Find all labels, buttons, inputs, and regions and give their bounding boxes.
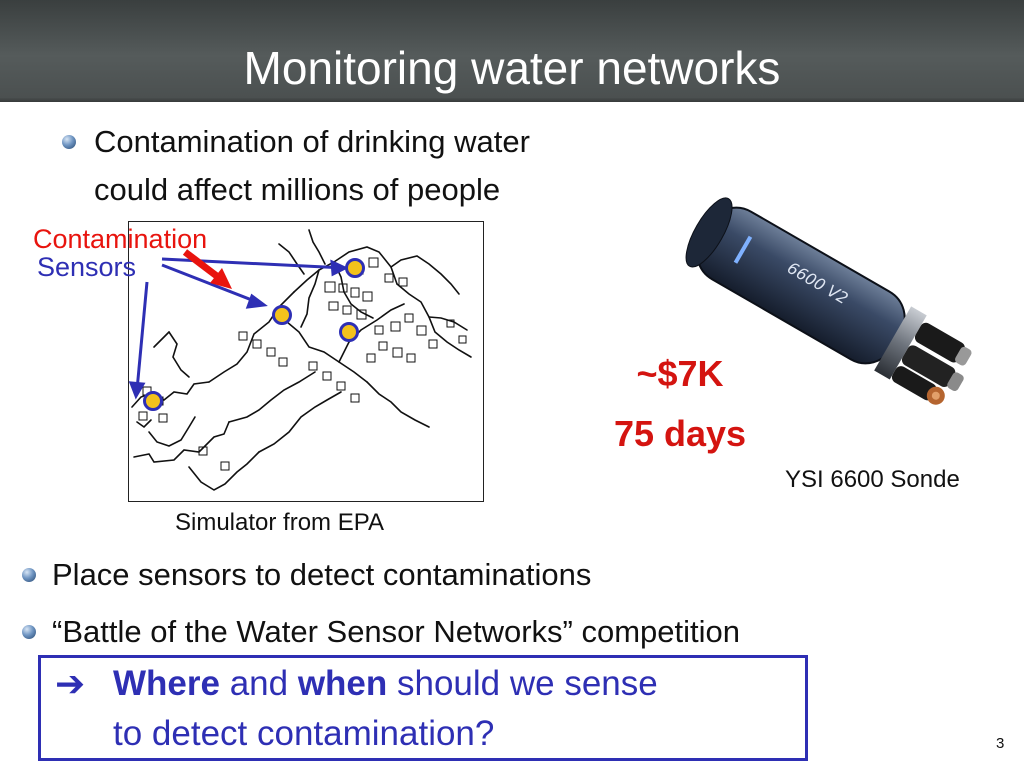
sensor-dot-1: [345, 258, 365, 278]
question-line-2: to detect contamination?: [113, 714, 495, 753]
sensors-label: Sensors: [37, 252, 137, 282]
sonde-device-image: 6600 V2: [685, 197, 972, 405]
question-line-1: Where and when should we sense: [113, 662, 658, 706]
question-and: and: [219, 664, 298, 703]
question-when: when: [297, 664, 388, 703]
bullet-2-text: Place sensors to detect contaminations: [52, 557, 592, 592]
sensor-dot-2: [272, 305, 292, 325]
bullet-icon: [22, 568, 36, 582]
question-box: ➔ Where and when should we sense to dete…: [38, 655, 808, 761]
duration-text: 75 days: [613, 413, 747, 454]
bullet-3-text: “Battle of the Water Sensor Networks” co…: [52, 614, 741, 649]
title-bar: Monitoring water networks: [0, 0, 1024, 102]
slide-title: Monitoring water networks: [243, 42, 781, 94]
sonde-caption: YSI 6600 Sonde: [785, 466, 960, 493]
sensor-dot-3: [339, 322, 359, 342]
network-map-drawing: [131, 229, 472, 491]
contamination-label: Contamination: [33, 224, 208, 254]
sensor-arrow-2: [161, 263, 263, 306]
bullet-icon: [22, 625, 36, 639]
bullet-icon: [62, 135, 76, 149]
contamination-arrow: [182, 249, 232, 289]
bullet-1-line-2: could affect millions of people: [94, 172, 501, 207]
question-rest: should we sense: [387, 664, 658, 703]
sensor-arrow-3-head: [128, 381, 146, 400]
question-where: Where: [113, 664, 220, 703]
sensor-arrow-1-head: [330, 259, 349, 277]
page-number: 3: [996, 735, 1005, 752]
bullet-1-line-1: Contamination of drinking water: [94, 124, 530, 159]
sensor-arrow-3: [135, 281, 149, 391]
network-map: [128, 221, 484, 502]
price-text: ~$7K: [636, 353, 724, 394]
arrow-right-icon: ➔: [55, 663, 86, 704]
sensor-arrow-1: [161, 257, 346, 270]
map-caption: Simulator from EPA: [175, 509, 384, 536]
sensor-arrow-2-head: [245, 293, 268, 309]
sensor-dot-4: [143, 391, 163, 411]
